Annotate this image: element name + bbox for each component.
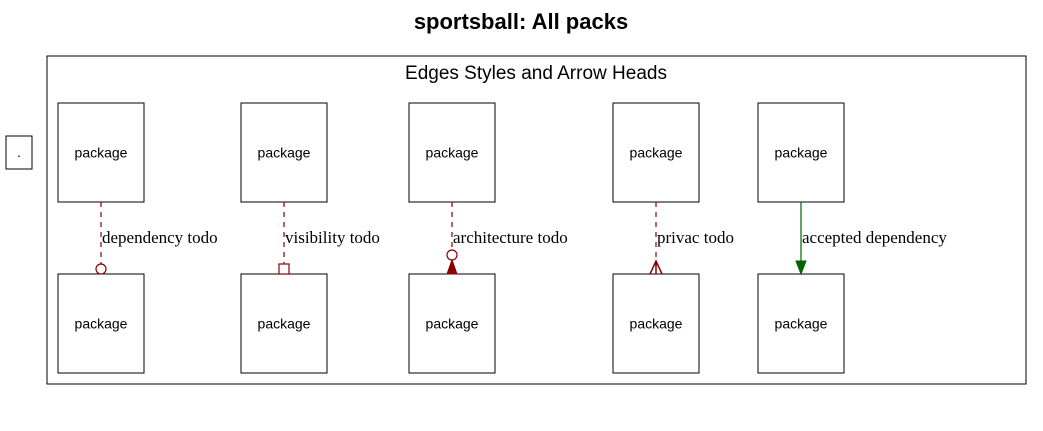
package-node-bottom-5[interactable]: package xyxy=(757,273,845,374)
edge-3[interactable]: architecture todo xyxy=(446,202,568,275)
cluster-box xyxy=(46,55,1027,385)
package-node-bottom-4[interactable]: package xyxy=(612,273,700,374)
package-node-top-3-box xyxy=(408,102,496,203)
edge-label-3: architecture todo xyxy=(453,228,568,247)
package-node-top-3-label: package xyxy=(426,145,479,161)
package-columns: package package dependency todo package pack… xyxy=(57,102,947,374)
edge-5[interactable]: accepted dependency xyxy=(795,202,947,276)
root-node-label: . xyxy=(17,144,21,160)
edge-label-1: dependency todo xyxy=(102,228,218,247)
edge-label-5: accepted dependency xyxy=(802,228,947,247)
root-node[interactable]: . xyxy=(5,135,33,170)
package-node-bottom-1-label: package xyxy=(75,316,128,332)
package-node-top-1[interactable]: package xyxy=(57,102,145,203)
diagram-title: sportsball: All packs xyxy=(414,9,628,34)
root-node-box xyxy=(5,135,33,170)
arrowhead-open-dot xyxy=(95,263,107,275)
package-node-bottom-2-label: package xyxy=(258,316,311,332)
package-node-top-1-label: package xyxy=(75,145,128,161)
arrowhead-open-box xyxy=(278,263,290,275)
edge-label-2: visibility todo xyxy=(285,228,380,247)
cluster-edges-styles: Edges Styles and Arrow Heads xyxy=(46,55,1027,385)
package-node-top-5-label: package xyxy=(775,145,828,161)
edge-1[interactable]: dependency todo xyxy=(95,202,218,275)
package-node-top-5-box xyxy=(757,102,845,203)
package-node-bottom-4-label: package xyxy=(630,316,683,332)
package-node-top-5[interactable]: package xyxy=(757,102,845,203)
package-node-top-1-box xyxy=(57,102,145,203)
edge-label-4: privac todo xyxy=(657,228,734,247)
arrowhead-triangle xyxy=(446,258,458,275)
arrowhead-dot xyxy=(446,249,458,261)
package-node-bottom-3-box xyxy=(408,273,496,374)
package-node-bottom-1[interactable]: package xyxy=(57,273,145,374)
package-node-bottom-5-label: package xyxy=(775,316,828,332)
package-node-top-4[interactable]: package xyxy=(612,102,700,203)
package-node-bottom-3-label: package xyxy=(426,316,479,332)
cluster-label: Edges Styles and Arrow Heads xyxy=(405,63,667,84)
package-node-top-2-box xyxy=(240,102,328,203)
package-node-bottom-3[interactable]: package xyxy=(408,273,496,374)
package-node-top-4-box xyxy=(612,102,700,203)
arrowhead-crow xyxy=(649,259,663,275)
package-node-top-4-label: package xyxy=(630,145,683,161)
arrowhead-normal xyxy=(795,260,807,276)
package-node-top-3[interactable]: package xyxy=(408,102,496,203)
edge-4[interactable]: privac todo xyxy=(649,202,734,275)
package-node-top-2[interactable]: package xyxy=(240,102,328,203)
package-node-bottom-4-box xyxy=(612,273,700,374)
package-node-bottom-2-box xyxy=(240,273,328,374)
package-node-bottom-2[interactable]: package xyxy=(240,273,328,374)
package-node-top-2-label: package xyxy=(258,145,311,161)
edge-2[interactable]: visibility todo xyxy=(278,202,380,275)
